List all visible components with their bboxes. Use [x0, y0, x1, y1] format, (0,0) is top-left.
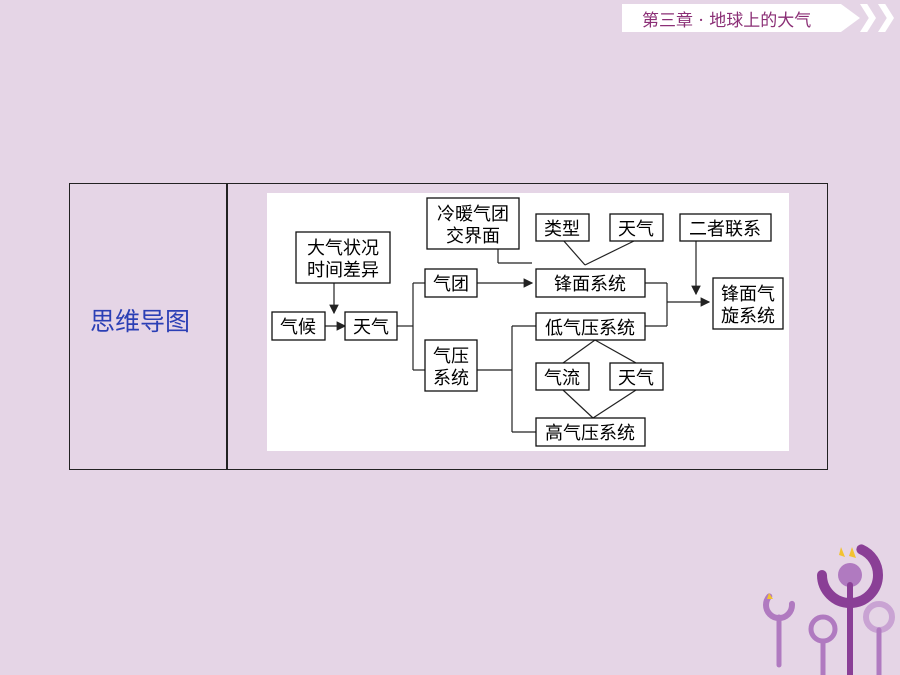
node-tianqi3: 天气 [609, 362, 664, 391]
node-xuanxi: 锋面气 旋系统 [712, 277, 784, 330]
svg-text:系统: 系统 [433, 368, 469, 389]
svg-text:气团: 气团 [433, 274, 469, 295]
svg-text:气候: 气候 [280, 317, 316, 338]
node-fengmian: 锋面系统 [535, 268, 646, 298]
column-divider [226, 184, 228, 469]
node-leixing: 类型 [535, 213, 590, 242]
svg-text:气流: 气流 [544, 368, 580, 389]
svg-text:低气压系统: 低气压系统 [545, 318, 635, 339]
node-lengnuan: 冷暖气团 交界面 [426, 197, 520, 250]
row-label-cell: 思维导图 [70, 184, 190, 469]
connectors [325, 239, 711, 433]
node-gaoqiya: 高气压系统 [535, 417, 646, 447]
mindmap-diagram: 大气状况 时间差异 气候 天气 冷暖气团 交界面 气团 气压 系统 类型 天气 … [267, 193, 789, 451]
node-tianqi2: 天气 [609, 213, 664, 242]
node-tianqi: 天气 [344, 311, 398, 341]
svg-text:二者联系: 二者联系 [689, 219, 761, 240]
svg-text:锋面气: 锋面气 [721, 284, 775, 305]
svg-text:交界面: 交界面 [446, 226, 500, 247]
node-qituan: 气团 [424, 268, 478, 298]
svg-text:高气压系统: 高气压系统 [545, 423, 635, 444]
chevron-right-icon [878, 4, 894, 32]
chevron-right-icon [860, 4, 876, 32]
svg-text:冷暖气团: 冷暖气团 [437, 204, 509, 225]
mindmap-table: 思维导图 [69, 183, 828, 470]
svg-text:气压: 气压 [433, 346, 469, 367]
chapter-title: 第三章 · 地球上的大气 [642, 10, 812, 31]
svg-text:时间差异: 时间差异 [307, 260, 379, 281]
svg-text:类型: 类型 [544, 219, 580, 240]
node-qihou: 气候 [271, 311, 326, 341]
svg-text:锋面系统: 锋面系统 [554, 274, 626, 295]
svg-text:旋系统: 旋系统 [721, 306, 775, 327]
decorative-flower-icon [763, 542, 895, 675]
node-qiliu: 气流 [535, 362, 590, 391]
chapter-tag: 第三章 · 地球上的大气 [622, 4, 860, 32]
svg-text:天气: 天气 [618, 368, 654, 389]
node-daqi: 大气状况 时间差异 [295, 231, 391, 284]
row-label: 思维导图 [90, 307, 190, 336]
node-erzhe: 二者联系 [679, 213, 772, 242]
node-qiya: 气压 系统 [424, 339, 478, 392]
svg-text:大气状况: 大气状况 [307, 238, 379, 259]
svg-text:天气: 天气 [618, 219, 654, 240]
node-diqiya: 低气压系统 [535, 312, 646, 341]
svg-text:天气: 天气 [353, 317, 389, 338]
